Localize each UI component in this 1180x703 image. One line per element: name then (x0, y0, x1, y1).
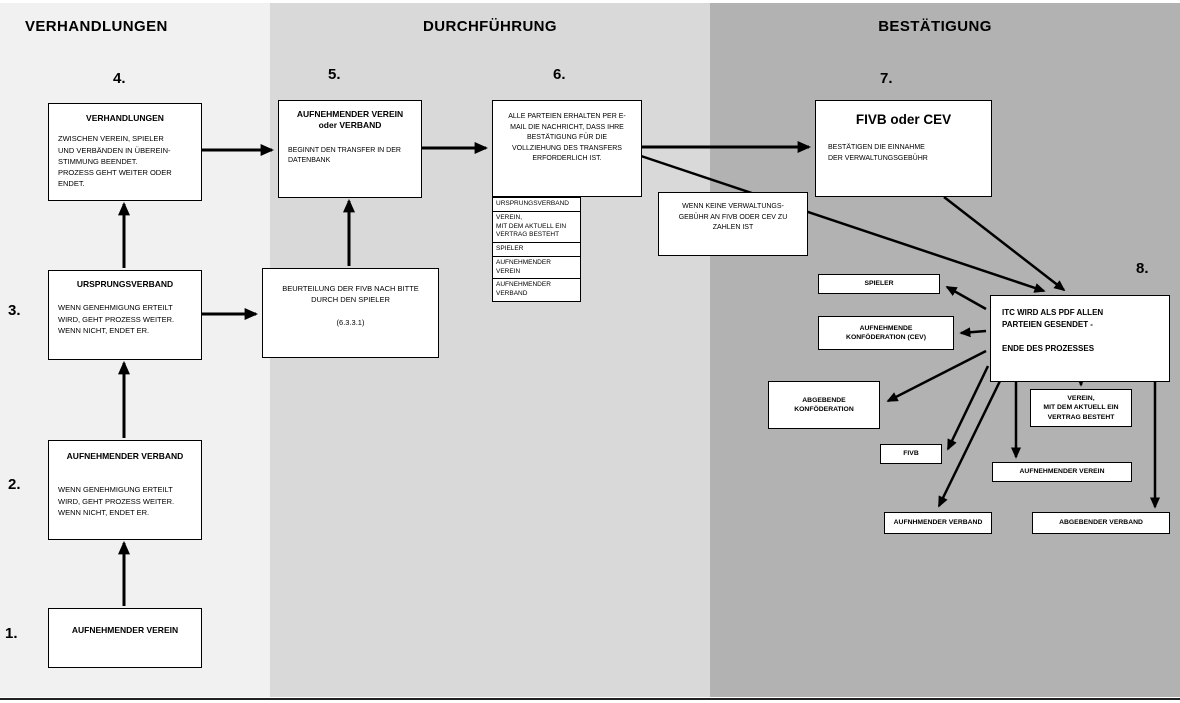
node-email-benachrichtigung: ALLE PARTEIEN ERHALTEN PER E- MAIL DIE N… (492, 100, 642, 197)
node-title: URSPRUNGSVERBAND (76, 279, 174, 289)
node-body: WENN KEINE VERWALTUNGS- GEBÜHR AN FIVB O… (678, 203, 788, 231)
list-item-ursprungsverband: URSPRUNGSVERBAND (492, 197, 581, 212)
step-number-6: 6. (553, 66, 566, 83)
node-aufnehmender-verband: AUFNEHMENDER VERBAND WENN GENEHMIGUNG ER… (48, 440, 202, 540)
node-title: AUFNEHMENDER VEREIN oder VERBAND (296, 109, 404, 131)
node-title: VERHANDLUNGEN (86, 113, 164, 123)
node-body: BEGINNT DEN TRANSFER IN DER DATENBANK (288, 146, 401, 165)
node-body: ALLE PARTEIEN ERHALTEN PER E- MAIL DIE N… (508, 113, 626, 162)
node-empfaenger-aufnhmender-verband: AUFNHMENDER VERBAND (884, 512, 992, 534)
node-keine-verwaltungsgebuehr: WENN KEINE VERWALTUNGS- GEBÜHR AN FIVB O… (658, 192, 808, 256)
step-number-8: 8. (1136, 260, 1149, 277)
node-verhandlungen: VERHANDLUNGEN ZWISCHEN VEREIN, SPIELER U… (48, 103, 202, 201)
lane-title-verhandlungen: VERHANDLUNGEN (25, 18, 168, 35)
list-item-spieler: SPIELER (492, 242, 581, 257)
step-number-3: 3. (8, 302, 21, 319)
step-number-7: 7. (880, 70, 893, 87)
step-number-5: 5. (328, 66, 341, 83)
step-number-1: 1. (5, 625, 18, 642)
node-body: ZWISCHEN VEREIN, SPIELER UND VERBÄNDEN I… (58, 134, 172, 189)
step-number-4: 4. (113, 70, 126, 87)
node-empfaenger-verein-mit-vertrag: VEREIN, MIT DEM AKTUELL EIN VERTRAG BEST… (1030, 389, 1132, 427)
lane-title-bestaetigung: BESTÄTIGUNG (878, 18, 992, 35)
parteien-liste: URSPRUNGSVERBAND VEREIN, MIT DEM AKTUELL… (492, 197, 581, 302)
node-title: FIVB oder CEV (855, 112, 952, 127)
list-item-aufnehmender-verband: AUFNEHMENDER VERBAND (492, 278, 581, 302)
node-title: AUFNEHMENDER VERBAND (66, 451, 184, 461)
lane-title-durchfuehrung: DURCHFÜHRUNG (423, 18, 557, 35)
node-beurteilung-fivb: BEURTEILUNG DER FIVB NACH BITTE DURCH DE… (262, 268, 439, 358)
node-empfaenger-abgebender-verband: ABGEBENDER VERBAND (1032, 512, 1170, 534)
list-item-verein-mit-vertrag: VEREIN, MIT DEM AKTUELL EIN VERTRAG BEST… (492, 210, 581, 244)
node-empfaenger-spieler: SPIELER (818, 274, 940, 294)
node-empfaenger-fivb: FIVB (880, 444, 942, 464)
node-aufnehmender-verein-oder-verband: AUFNEHMENDER VEREIN oder VERBAND BEGINNT… (278, 100, 422, 198)
node-empfaenger-abgebende-konfoederation: ABGEBENDE KONFÖDERATION (768, 381, 880, 429)
node-body: WENN GENEHMIGUNG ERTEILT WIRD, GEHT PROZ… (58, 485, 175, 517)
node-empfaenger-aufnehmende-konfoederation: AUFNEHMENDE KONFÖDERATION (CEV) (818, 316, 954, 350)
node-aufnehmender-verein-start: AUFNEHMENDER VEREIN (48, 608, 202, 668)
list-item-aufnehmender-verein: AUFNEHMENDER VEREIN (492, 255, 581, 280)
node-ursprungsverband: URSPRUNGSVERBAND WENN GENEHMIGUNG ERTEIL… (48, 270, 202, 360)
node-body: BESTÄTIGEN DIE EINNAHME DER VERWALTUNGSG… (828, 144, 928, 162)
node-title: AUFNEHMENDER VEREIN (71, 625, 179, 635)
node-body: BEURTEILUNG DER FIVB NACH BITTE DURCH DE… (282, 284, 419, 327)
node-fivb-oder-cev: FIVB oder CEV BESTÄTIGEN DIE EINNAHME DE… (815, 100, 992, 197)
node-body: ITC WIRD ALS PDF ALLEN PARTEIEN GESENDET… (1002, 308, 1104, 353)
node-body: WENN GENEHMIGUNG ERTEILT WIRD, GEHT PROZ… (58, 303, 175, 335)
bottom-rule (0, 698, 1180, 700)
node-empfaenger-aufnehmender-verein: AUFNEHMENDER VEREIN (992, 462, 1132, 482)
step-number-2: 2. (8, 476, 21, 493)
node-itc-versand: ITC WIRD ALS PDF ALLEN PARTEIEN GESENDET… (990, 295, 1170, 382)
